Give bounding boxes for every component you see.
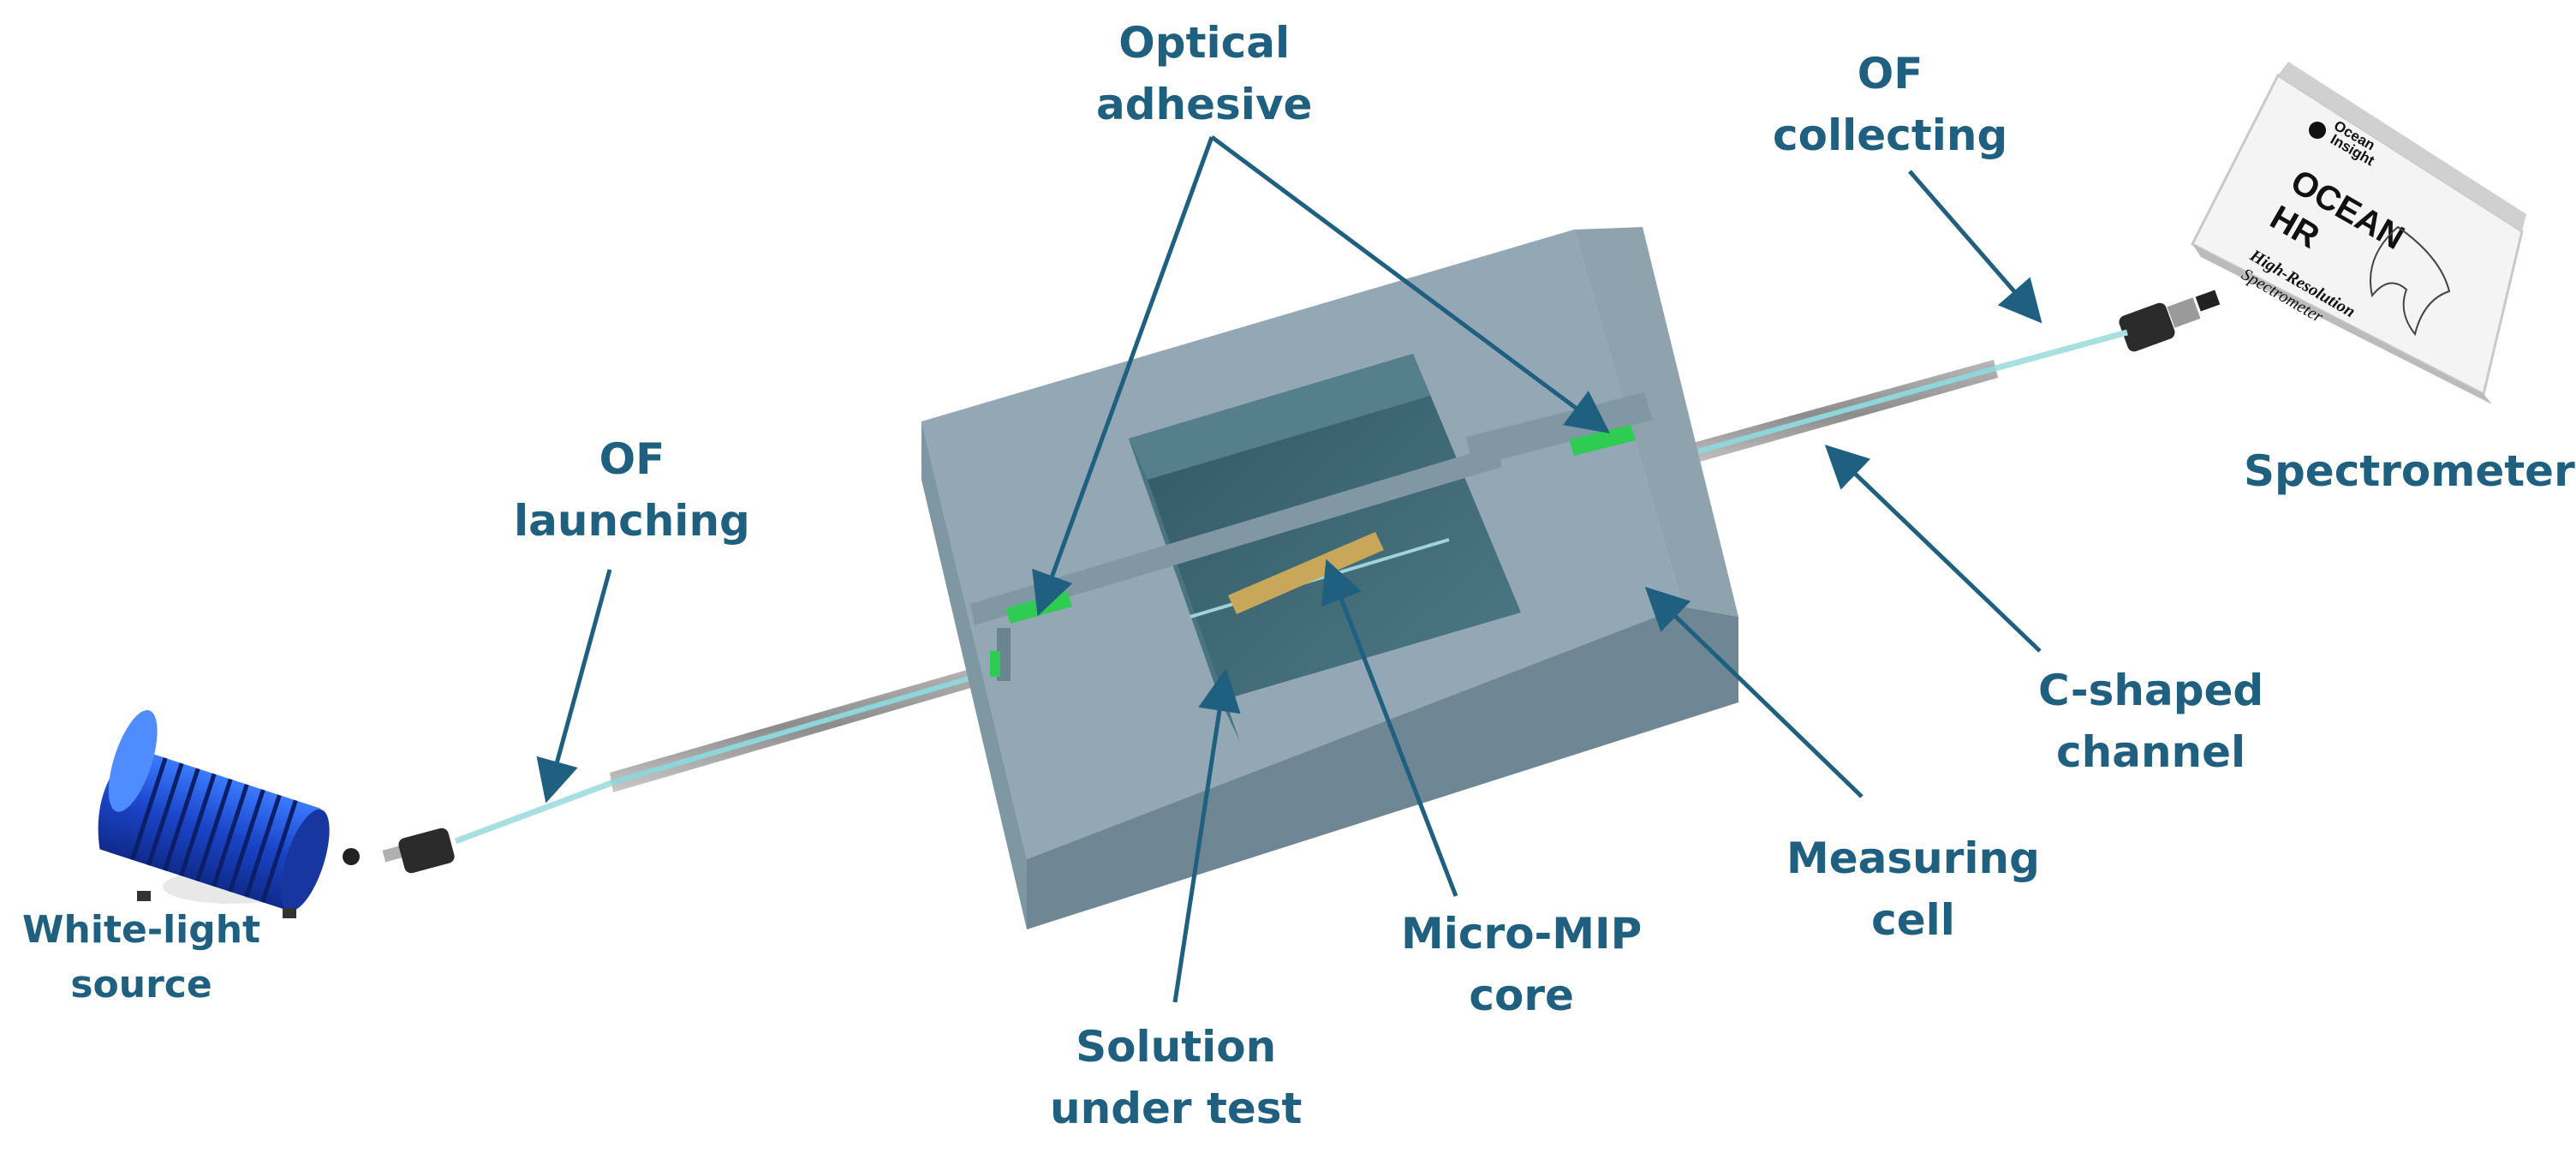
measuring-cell bbox=[921, 227, 1738, 929]
micro-mip-core-shape bbox=[1228, 532, 1384, 614]
right-optical-fiber bbox=[1995, 329, 2128, 372]
optical-adhesive-right bbox=[1569, 425, 1636, 456]
left-optical-fiber bbox=[454, 780, 613, 845]
right-c-shaped-channel bbox=[1668, 360, 1998, 469]
arrow-adhesive-right bbox=[1210, 134, 1611, 433]
left-connector-icon bbox=[382, 827, 455, 874]
label-spectrometer: Spectrometer bbox=[2244, 446, 2575, 496]
optical-adhesive-side bbox=[990, 651, 1000, 677]
right-connector-icon bbox=[2119, 290, 2221, 352]
leader-arrows bbox=[536, 134, 2042, 1003]
left-c-shaped-channel bbox=[610, 661, 1000, 792]
arrow-of-collecting bbox=[1908, 170, 2042, 324]
arrow-measuring-cell bbox=[1644, 587, 1863, 798]
arrow-of-launching bbox=[536, 569, 612, 804]
arrow-c-shaped-channel bbox=[1824, 445, 2042, 653]
arrow-micro-mip-core bbox=[1321, 559, 1458, 897]
spectrometer-device-icon: Ocean Insight OCEAN HR High-Resolution S… bbox=[2190, 62, 2526, 404]
arrow-adhesive-left bbox=[1032, 136, 1214, 617]
white-light-source-icon bbox=[98, 710, 360, 918]
arrow-solution-under-test bbox=[1172, 668, 1241, 1003]
